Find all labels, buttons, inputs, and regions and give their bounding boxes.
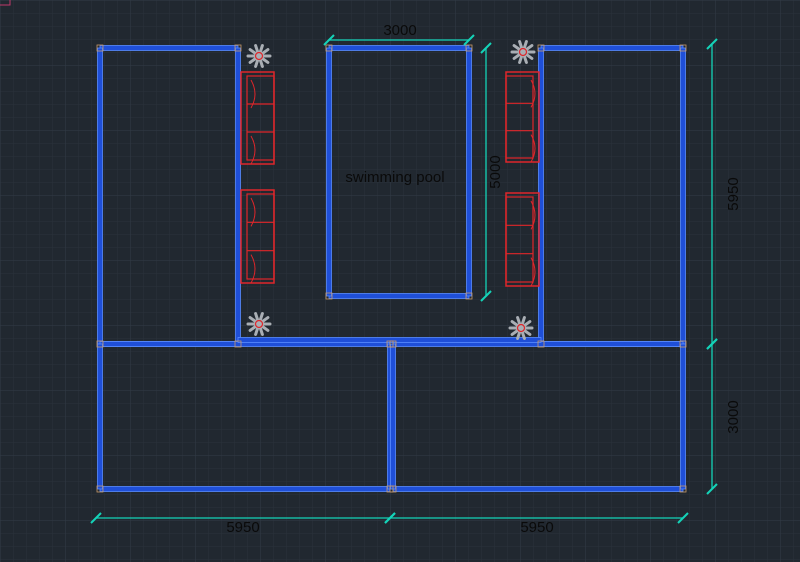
dim-pool-width-line-tick (463, 34, 475, 46)
wall-left-upper-room-left (97, 47, 103, 345)
wall-corner-marker (679, 485, 687, 493)
wall-right-upper-room-top (540, 45, 684, 51)
sofa-icon (505, 192, 540, 287)
dim-bottom-right-text: 5950 (520, 519, 553, 536)
sofa-arm (530, 134, 536, 163)
walls-layer (96, 44, 687, 493)
wall-left-upper-room-top (99, 45, 239, 51)
plant-pot (518, 47, 528, 57)
sofa-icon (505, 71, 540, 163)
dim-bottom-right-line-tick (677, 512, 689, 524)
wall-bottom-left-room-left (97, 343, 103, 490)
plant-leaf (521, 44, 534, 54)
plant-leaf (257, 316, 270, 326)
furniture-layer (240, 40, 540, 340)
potted-plant-icon (510, 40, 536, 64)
wall-bottom-right-room-right (680, 343, 686, 490)
wall-corner-marker (96, 340, 104, 348)
plant-pot (254, 319, 264, 329)
wall-pool-bottom (328, 293, 470, 299)
wall-bottom-right-room-left (390, 343, 396, 490)
plant-leaf (519, 320, 532, 330)
plant-pot (254, 51, 264, 61)
potted-plant-icon (246, 312, 272, 336)
wall-corner-marker (234, 340, 242, 348)
wall-bottom-right-room-bottom (392, 486, 684, 492)
wall-corner-marker (679, 44, 687, 52)
dim-pool-length-text: 5000 (487, 155, 504, 188)
sofa-seat (505, 75, 534, 159)
dim-pool-length-line-tick (480, 290, 492, 302)
wall-corner-marker (679, 340, 687, 348)
ucs-corner-mark (0, 0, 11, 6)
wall-bottom-left-room-bottom (99, 486, 391, 492)
sofa-arm (530, 200, 536, 230)
potted-plant-icon (246, 44, 272, 68)
dim-bottom-left-text: 5950 (226, 519, 259, 536)
wall-corner-marker (537, 340, 545, 348)
wall-right-upper-room-right (680, 47, 686, 345)
dim-bottom-right-line-tick (384, 512, 396, 524)
wall-corner-marker (465, 292, 473, 300)
wall-corner-marker (96, 485, 104, 493)
dim-pool-length-line-tick (480, 42, 492, 54)
dim-right-upper-text: 5950 (725, 177, 742, 210)
wall-pool-left (326, 47, 332, 297)
dim-right-lower-line-tick (706, 483, 718, 495)
wall-corner-marker (234, 44, 242, 52)
dim-bottom-left-line-tick (90, 512, 102, 524)
sofa-arm (250, 197, 256, 227)
sofa-arm (250, 79, 256, 109)
potted-plant-icon (508, 316, 534, 340)
plant-pot (516, 323, 526, 333)
sofa-icon (240, 71, 275, 165)
dim-right-upper-line-tick (706, 38, 718, 50)
wall-corner-marker (389, 340, 397, 348)
wall-corner-marker (537, 44, 545, 52)
sofa-arm (530, 257, 536, 287)
wall-left-upper-room-right (235, 47, 241, 345)
dim-pool-width-line-tick (323, 34, 335, 46)
dimension-layer: 3000 5000 5950 3000 5950 5950 (90, 22, 742, 536)
wall-corner-marker (96, 44, 104, 52)
dim-right-lower-text: 3000 (725, 400, 742, 433)
sofa-icon (240, 189, 275, 284)
sofa-seat (246, 75, 275, 161)
sofa-seat (246, 193, 275, 280)
wall-courtyard-bottom (237, 337, 542, 343)
wall-corner-marker (325, 292, 333, 300)
dim-right-lower-line-tick (706, 338, 718, 350)
sofa-arm (250, 135, 256, 165)
sofa-arm (250, 254, 256, 284)
plant-leaf (257, 48, 270, 58)
sofa-arm (530, 79, 536, 108)
wall-corner-marker (389, 485, 397, 493)
wall-pool-top (328, 45, 470, 51)
wall-pool-right (466, 47, 472, 297)
wall-corner-marker (325, 44, 333, 52)
pool-label: swimming pool (345, 169, 444, 186)
sofa-seat (505, 196, 534, 283)
dim-pool-width-text: 3000 (383, 22, 416, 39)
wall-corner-marker (465, 44, 473, 52)
